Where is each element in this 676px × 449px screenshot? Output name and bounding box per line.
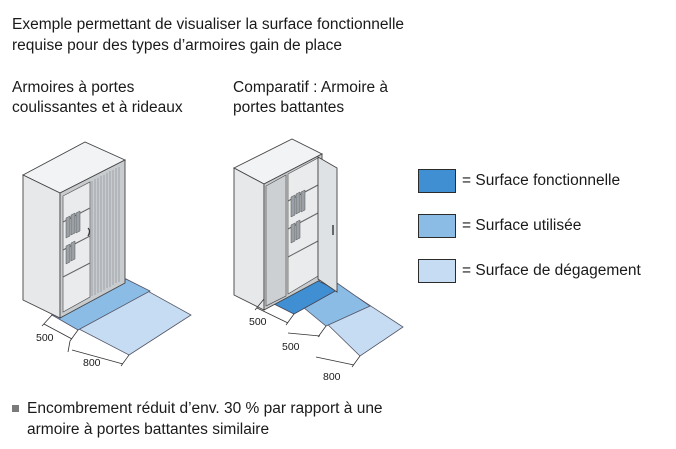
hinged-depth-dimension: 500 [249, 316, 267, 328]
legend-clearance: = Surface de dégagement [418, 258, 641, 284]
used-swatch [418, 214, 456, 238]
footer-note: Encombrement réduit d’env. 30 % par rapp… [12, 398, 452, 440]
sliding-cabinet-side [22, 174, 61, 319]
legend-used-label: = Surface utilisée [462, 217, 582, 234]
hinged-caption-line-1: Comparatif : Armoire à [233, 79, 389, 96]
intro-text: Exemple permettant de visualiser la surf… [12, 14, 482, 56]
hinged-left-door [265, 174, 287, 307]
legend-clearance-label: = Surface de dégagement [462, 262, 641, 279]
sliding-caption-line-2: coulissantes et à rideaux [12, 99, 183, 116]
hinged-cabinet-caption: Comparatif : Armoire à portes battantes [233, 78, 433, 118]
legend-functional: = Surface fonctionnelle [418, 168, 641, 194]
hinged-caption-line-2: portes battantes [233, 99, 345, 116]
hinged-clearance-dimension: 800 [323, 371, 341, 383]
intro-line-1: Exemple permettant de visualiser la surf… [12, 16, 405, 33]
hinged-cabinet-side [233, 167, 265, 311]
surface-legend: = Surface fonctionnelle = Surface utilis… [418, 168, 641, 303]
intro-line-2: requise pour des types d’armoires gain d… [12, 37, 342, 54]
legend-functional-label: = Surface fonctionnelle [462, 172, 621, 189]
sliding-caption-line-1: Armoires à portes [12, 79, 135, 96]
clearance-swatch [418, 259, 456, 283]
legend-used: = Surface utilisée [418, 213, 641, 239]
hinged-right-door-open [317, 156, 338, 293]
sliding-cabinet-illustration: 500 800 [22, 141, 192, 369]
footer-line-2: armoire à portes battantes similaire [27, 421, 270, 438]
sliding-clearance-dimension: 800 [83, 357, 101, 369]
footer-line-1: Encombrement réduit d’env. 30 % par rapp… [27, 400, 383, 417]
bullet-square-icon [12, 405, 19, 412]
sliding-cabinet-caption: Armoires à portes coulissantes et à ride… [12, 78, 212, 118]
hinged-door-dimension: 500 [282, 341, 300, 353]
sliding-depth-dimension: 500 [36, 332, 54, 344]
hinged-cabinet-illustration: 500 500 800 [233, 138, 404, 383]
functional-swatch [418, 169, 456, 193]
sliding-cabinet-interior [62, 181, 91, 313]
